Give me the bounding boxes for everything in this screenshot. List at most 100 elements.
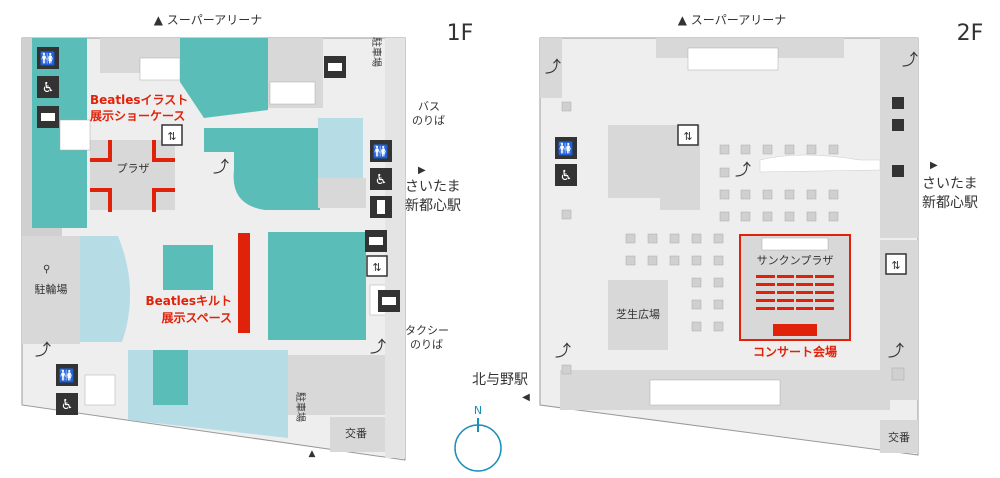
elevator-icon-glyph: ⇅ <box>372 261 381 274</box>
light-area <box>318 118 363 178</box>
stairs <box>139 57 181 81</box>
quilt-exhibit-marker <box>238 233 250 333</box>
floor-2-icons: 🚻 ♿ ⇅ ⇅ ⤴ ⤴ ⤴ ⤴ ⤴ <box>545 50 918 381</box>
restroom-icon-glyph: 🚻 <box>373 144 389 160</box>
escalator-icon: ⤴ <box>35 340 51 359</box>
plaza-label: プラザ <box>117 162 150 175</box>
sunken-plaza-label: サンクンプラザ <box>757 254 834 267</box>
escalator-icon: ⤴ <box>213 157 229 176</box>
station-label: 新都心駅 <box>405 198 461 214</box>
exit-marker <box>892 97 904 109</box>
bike-parking-label: 駐輪場 <box>35 282 68 296</box>
floor-2-labels: 2F ▲ スーパーアリーナ ▶ さいたま 新都心駅 北与野駅 ◀ 芝生広場 サン… <box>472 13 983 444</box>
illust-exhibit-label: 展示ショーケース <box>90 109 185 123</box>
parking-bottom-label: 駐車場 <box>294 392 307 422</box>
teal-building <box>153 350 188 405</box>
bus-stop-label: のりば <box>412 114 445 127</box>
teal-building <box>204 128 320 210</box>
floor-1-label: 1F <box>447 21 474 46</box>
arena-direction: ▲ スーパーアリーナ <box>154 13 262 27</box>
walkway <box>759 154 881 173</box>
escalator-icon: ⤴ <box>370 337 386 356</box>
station-arrow: ▶ <box>418 165 426 176</box>
floor-1-labels: 1F ▲ スーパーアリーナ バス のりば ▶ さいたま 新都心駅 タクシー のり… <box>35 13 474 459</box>
elevator-icon <box>366 255 388 277</box>
building-block <box>880 420 918 453</box>
building-block <box>608 125 700 210</box>
locker-icon-shape <box>328 63 342 71</box>
station-arrow: ▶ <box>930 160 938 171</box>
compass-north-label: N <box>474 404 482 417</box>
floor-2-map <box>539 37 919 456</box>
bicycle-icon: ⚲ <box>43 264 50 275</box>
taxi-stop-label: タクシー <box>405 324 449 337</box>
building-block <box>288 355 388 415</box>
elevator-icon <box>161 124 183 146</box>
elevator-icon <box>885 253 907 275</box>
bus-stop-label: バス <box>418 100 440 113</box>
wheelchair-icon-glyph: ♿ <box>375 172 388 188</box>
restroom-icon-glyph: 🚻 <box>558 141 574 157</box>
light-area <box>80 236 131 342</box>
floor-2-label: 2F <box>957 21 984 46</box>
restroom-icon <box>555 137 577 159</box>
escalator-icon: ⤴ <box>888 341 904 360</box>
building-block <box>880 38 918 238</box>
locker-icon-shape <box>382 297 396 305</box>
plaza-pillars <box>561 101 839 375</box>
locker-icon-shape <box>41 113 55 121</box>
kitayono-station-label: 北与野駅 <box>472 372 528 388</box>
road-edge <box>385 38 405 458</box>
exit-marker <box>892 119 904 131</box>
atm-icon-shape <box>377 200 385 214</box>
south-arrow: ▲ <box>309 449 316 459</box>
stairs <box>269 81 316 105</box>
illust-showcase-marker <box>90 140 175 212</box>
quilt-exhibit-label: 展示スペース <box>161 311 232 325</box>
floor-1-icons: 🚻 ♿ 🚻 ♿ ⇅ ⇅ 🚻 ♿ ⤴ ⤴ ⤴ ⚲ <box>35 47 400 415</box>
restroom-icon-glyph: 🚻 <box>40 51 56 67</box>
arena-direction: ▲ スーパーアリーナ <box>678 13 786 27</box>
quilt-exhibit-label: Beatlesキルト <box>145 294 232 308</box>
light-area <box>128 350 288 438</box>
station-label: 新都心駅 <box>922 195 978 211</box>
parking-top-label: 駐車場 <box>370 37 383 67</box>
stairs <box>84 374 116 406</box>
stairs <box>649 379 781 406</box>
restroom-icon <box>56 364 78 386</box>
wheelchair-icon <box>56 393 78 415</box>
teal-building <box>268 232 366 340</box>
restroom-icon-glyph: 🚻 <box>59 368 75 384</box>
seating-dividers <box>775 273 815 312</box>
building-block <box>318 178 366 208</box>
stairs <box>59 119 91 151</box>
building-block <box>540 38 562 98</box>
wheelchair-icon <box>37 76 59 98</box>
station-label: さいたま <box>405 179 461 195</box>
teal-building <box>163 245 213 290</box>
locker-icon-shape <box>369 237 383 245</box>
lawn-plaza-label: 芝生広場 <box>616 307 660 321</box>
escalator-icon: ⤴ <box>902 50 918 69</box>
building-block <box>330 417 390 452</box>
escalator-icon: ⤴ <box>545 57 561 76</box>
stairs <box>687 47 779 71</box>
restroom-icon <box>37 47 59 69</box>
escalator-icon: ⤴ <box>555 341 571 360</box>
elevator-icon-glyph: ⇅ <box>683 130 692 143</box>
sunken-plaza-steps <box>761 237 829 251</box>
wheelchair-icon-glyph: ♿ <box>42 80 55 96</box>
building-block <box>608 280 668 350</box>
police-box-label: 交番 <box>888 430 910 444</box>
wheelchair-icon-glyph: ♿ <box>560 168 573 184</box>
building-block <box>22 236 80 344</box>
elevator-icon-glyph: ⇅ <box>891 259 900 272</box>
station-label: さいたま <box>922 176 978 192</box>
exit-marker <box>892 165 904 177</box>
police-box-label: 交番 <box>345 426 367 440</box>
elevator-icon <box>677 124 699 146</box>
west-arrow: ◀ <box>522 392 530 403</box>
wheelchair-icon <box>555 164 577 186</box>
concert-venue-label: コンサート会場 <box>753 344 837 359</box>
